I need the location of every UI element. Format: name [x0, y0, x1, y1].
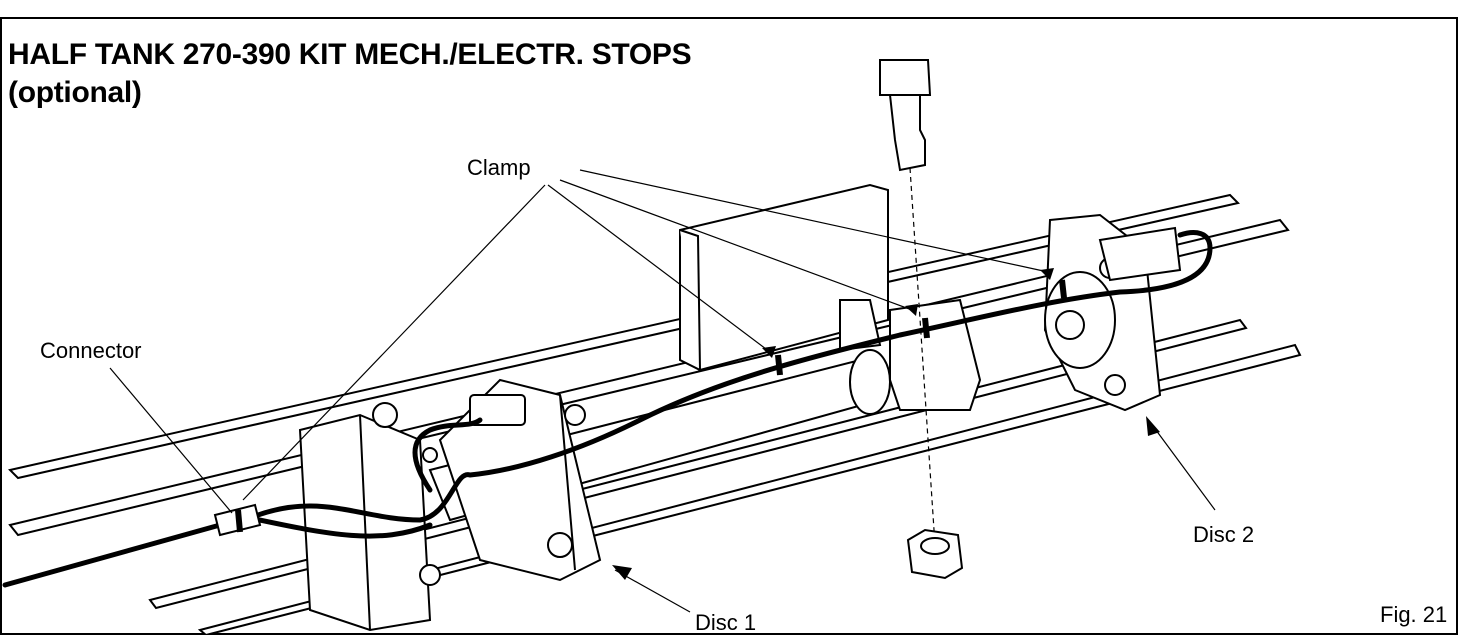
label-connector: Connector	[40, 338, 142, 363]
label-disc-1: Disc 1	[695, 610, 757, 635]
clamp-marks	[235, 279, 1067, 533]
disc-1	[438, 378, 602, 582]
label-clamp: Clamp	[467, 155, 531, 180]
label-disc-2: Disc 2	[1193, 522, 1255, 547]
cable	[2, 230, 1213, 588]
bolt	[879, 59, 932, 172]
arrowheads	[612, 268, 1160, 580]
figure-border	[0, 17, 1458, 635]
figure-number: Fig. 21	[1380, 602, 1448, 627]
left-end-flange	[298, 402, 441, 632]
middle-bracket	[839, 298, 982, 411]
leader-lines	[109, 169, 1216, 613]
diagram-title: HALF TANK 270-390 KIT MECH./ELECTR. STOP…	[8, 36, 692, 112]
nut	[906, 528, 964, 580]
title-line-1: HALF TANK 270-390 KIT MECH./ELECTR. STOP…	[8, 38, 692, 71]
title-line-2: (optional)	[8, 76, 142, 109]
